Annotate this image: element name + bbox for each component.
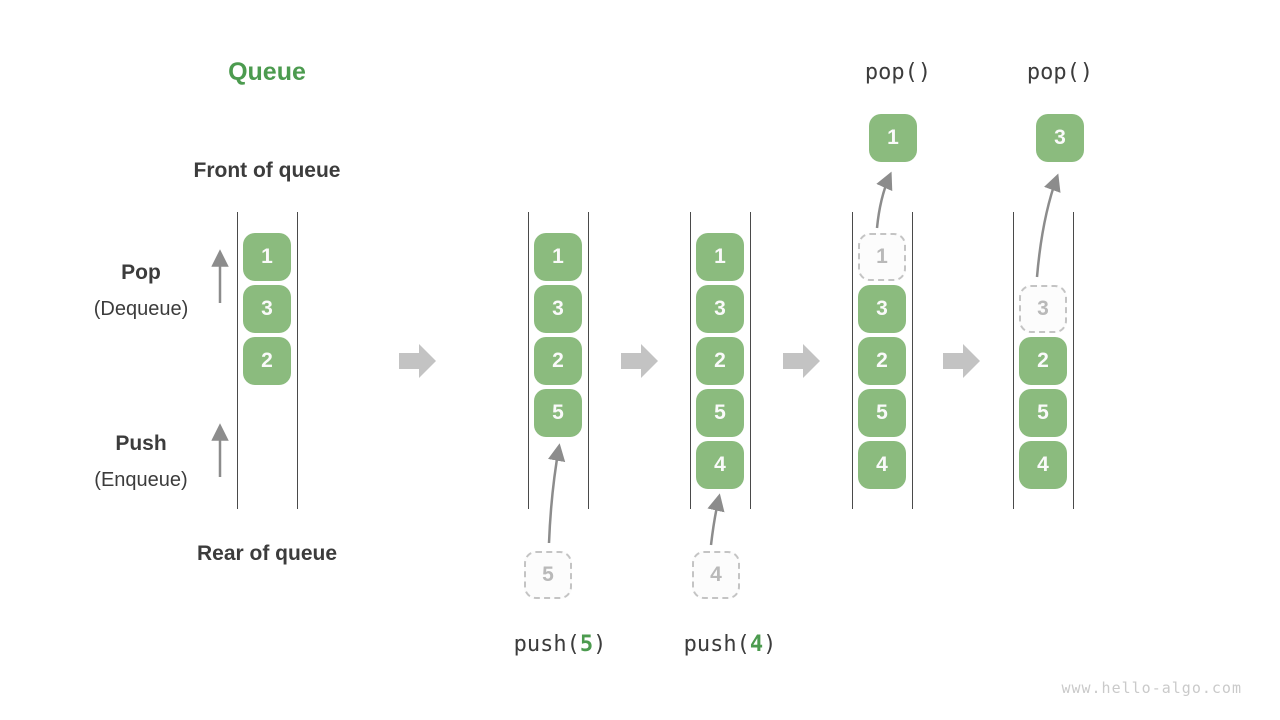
popped-value-box: 3 [1036, 114, 1084, 162]
queue-cell: 3 [696, 285, 744, 333]
queue-cell: 4 [1019, 441, 1067, 489]
queue-cell: 1 [243, 233, 291, 281]
queue-cell: 5 [696, 389, 744, 437]
pop-1-arrow-icon [875, 171, 893, 229]
pop-3-arrow-icon [1035, 173, 1061, 278]
pop-call-label: pop() [1026, 60, 1094, 85]
front-of-queue-label: Front of queue [193, 159, 341, 182]
queue-cell-dashed: 3 [1019, 285, 1067, 333]
queue-cell: 3 [243, 285, 291, 333]
enqueue-label: (Enqueue) [94, 469, 188, 491]
queue-cell: 2 [858, 337, 906, 385]
next-step-arrow-icon [783, 344, 820, 378]
queue-cell: 1 [534, 233, 582, 281]
next-step-arrow-icon [399, 344, 436, 378]
queue-cell: 3 [534, 285, 582, 333]
queue-cell-dashed: 1 [858, 233, 906, 281]
push-call-label: push(5) [513, 632, 607, 657]
queue-cell: 2 [696, 337, 744, 385]
rear-of-queue-label: Rear of queue [196, 542, 338, 565]
queue-cell: 5 [1019, 389, 1067, 437]
push-label: Push [115, 432, 167, 455]
next-step-arrow-icon [943, 344, 980, 378]
queue-cell: 2 [1019, 337, 1067, 385]
queue-cell: 5 [534, 389, 582, 437]
queue-cell: 1 [696, 233, 744, 281]
push-call-label: push(4) [683, 632, 777, 657]
dequeue-label: (Dequeue) [93, 298, 189, 320]
push-5-arrow-icon [547, 443, 566, 544]
watermark: www.hello-algo.com [1061, 679, 1242, 697]
pop-call-label: pop() [864, 60, 932, 85]
push-4-arrow-icon [707, 493, 725, 546]
next-step-arrow-icon [621, 344, 658, 378]
queue-cell: 4 [858, 441, 906, 489]
queue-cell: 4 [696, 441, 744, 489]
queue-cell: 2 [243, 337, 291, 385]
pop-label: Pop [121, 261, 161, 284]
queue-cell: 2 [534, 337, 582, 385]
popped-value-box: 1 [869, 114, 917, 162]
diagram-title: Queue [228, 58, 306, 86]
push-source-box: 5 [524, 551, 572, 599]
queue-cell: 5 [858, 389, 906, 437]
queue-cell: 3 [858, 285, 906, 333]
push-source-box: 4 [692, 551, 740, 599]
